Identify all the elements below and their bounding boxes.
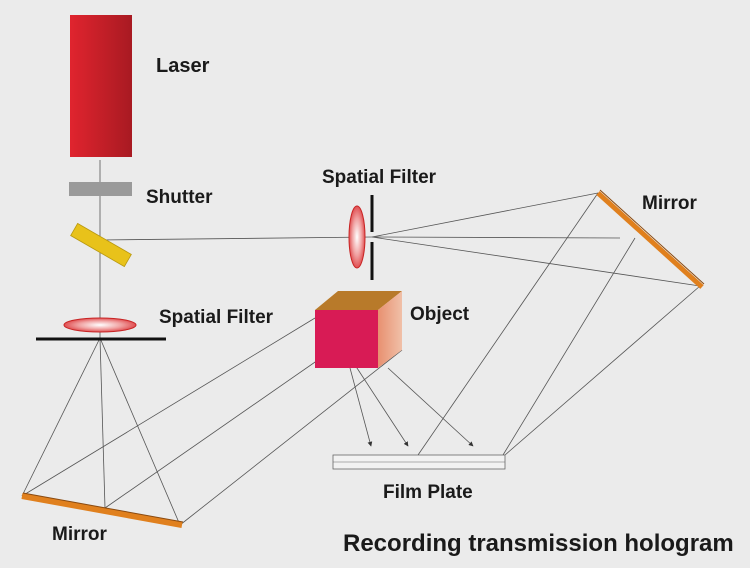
light-rays — [21, 160, 701, 526]
object-label: Object — [410, 304, 470, 325]
spatial-filter-upper-label: Spatial Filter — [322, 167, 437, 188]
mirror-bottom-edge — [22, 492, 184, 523]
mirror-bottom — [21, 493, 183, 528]
spatial-filter-upper — [348, 195, 374, 280]
shutter-label: Shutter — [146, 187, 213, 208]
object-side — [378, 291, 402, 368]
mirror-bottom-label: Mirror — [52, 524, 108, 545]
mirror-right-edge — [599, 189, 705, 285]
object-cube — [315, 291, 402, 368]
shutter — [69, 182, 132, 196]
spatial-filter-lower-label: Spatial Filter — [159, 307, 274, 328]
object-top — [315, 291, 402, 310]
laser-body — [70, 15, 132, 157]
mirror-right — [596, 191, 704, 289]
film-plate-label: Film Plate — [383, 482, 473, 503]
spatial-filter-lower — [36, 317, 166, 341]
diagram-caption: Recording transmission hologram — [343, 530, 734, 557]
mirror-right-label: Mirror — [642, 193, 698, 214]
object-front — [315, 310, 378, 368]
lens-lower — [63, 317, 137, 333]
beam-splitter — [70, 222, 132, 268]
lens-upper — [348, 205, 366, 269]
laser-label: Laser — [156, 55, 210, 77]
film-plate — [332, 454, 506, 470]
